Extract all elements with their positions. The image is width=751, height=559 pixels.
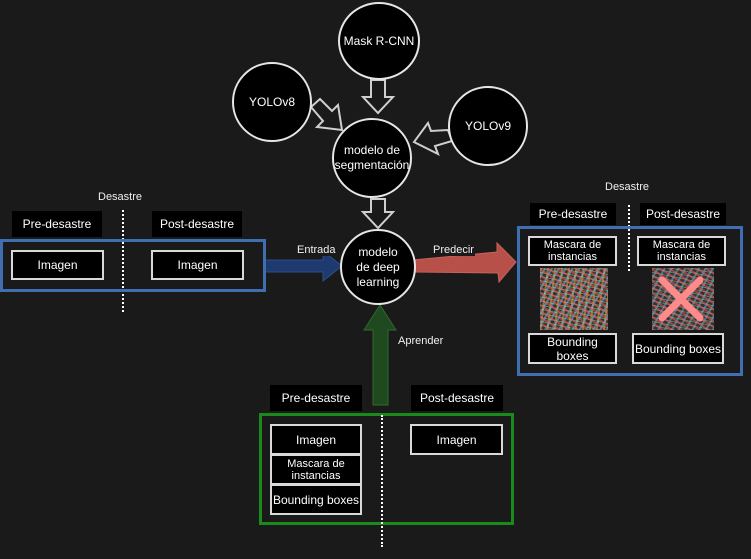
arrow-yolov8-to-segmentation: [309, 97, 344, 132]
input-pre-image: Imagen: [11, 250, 104, 280]
output-frame: [517, 226, 743, 376]
output-group-label: Desastre: [604, 181, 651, 193]
arrow-entrada: [264, 249, 343, 283]
output-divider: [628, 205, 630, 271]
yolov8-node: YOLOv8: [232, 62, 312, 142]
mask-rcnn-label: Mask R-CNN: [343, 33, 415, 48]
output-pre-bbox: Bounding boxes: [528, 333, 617, 364]
input-divider: [122, 210, 124, 312]
yolov8-label: YOLOv8: [248, 94, 296, 109]
input-post-image: Imagen: [151, 250, 244, 280]
arrow-predecir: [412, 241, 517, 284]
yolov9-node: YOLOv9: [448, 86, 528, 166]
training-divider: [381, 415, 383, 547]
yolov9-label: YOLOv9: [464, 118, 512, 133]
segmentation-node: modelo de segmentación: [332, 118, 412, 198]
segmentation-label: modelo de segmentación: [334, 143, 410, 172]
aprender-label: Aprender: [397, 335, 445, 347]
input-frame: [0, 239, 266, 292]
training-pre-bbox: Bounding boxes: [270, 484, 362, 515]
output-post-mask: Mascara de instancias: [637, 236, 726, 266]
arrow-aprender: [363, 304, 397, 406]
training-frame: [259, 413, 514, 525]
arrow-yolov9-to-segmentation: [412, 120, 454, 157]
input-post-label: Post-desastre: [152, 211, 242, 237]
pre-mask-preview-image: [540, 268, 608, 330]
output-post-bbox: Bounding boxes: [632, 333, 724, 364]
output-pre-mask: Mascara de instancias: [528, 236, 617, 266]
input-pre-label: Pre-desastre: [12, 211, 102, 237]
training-post-label: Post-desastre: [411, 385, 503, 411]
arrow-segmentation-to-deep-learning: [360, 198, 396, 230]
output-post-label: Post-desastre: [640, 203, 726, 225]
training-pre-mask: Mascara de instancias: [270, 454, 362, 485]
mask-rcnn-node: Mask R-CNN: [338, 2, 420, 80]
deep-learning-node: modelo de deep learning: [340, 229, 416, 305]
deep-learning-label: modelo de deep learning: [356, 244, 400, 289]
training-post-image: Imagen: [410, 424, 503, 455]
output-pre-label: Pre-desastre: [530, 203, 616, 225]
arrow-mask-rcnn-to-segmentation: [360, 79, 396, 115]
entrada-label: Entrada: [296, 244, 337, 256]
post-mask-preview-image: [652, 268, 714, 330]
input-group-label: Desastre: [97, 191, 144, 203]
predecir-label: Predecir: [432, 244, 475, 256]
training-pre-image: Imagen: [270, 424, 362, 455]
training-pre-label: Pre-desastre: [270, 385, 362, 411]
